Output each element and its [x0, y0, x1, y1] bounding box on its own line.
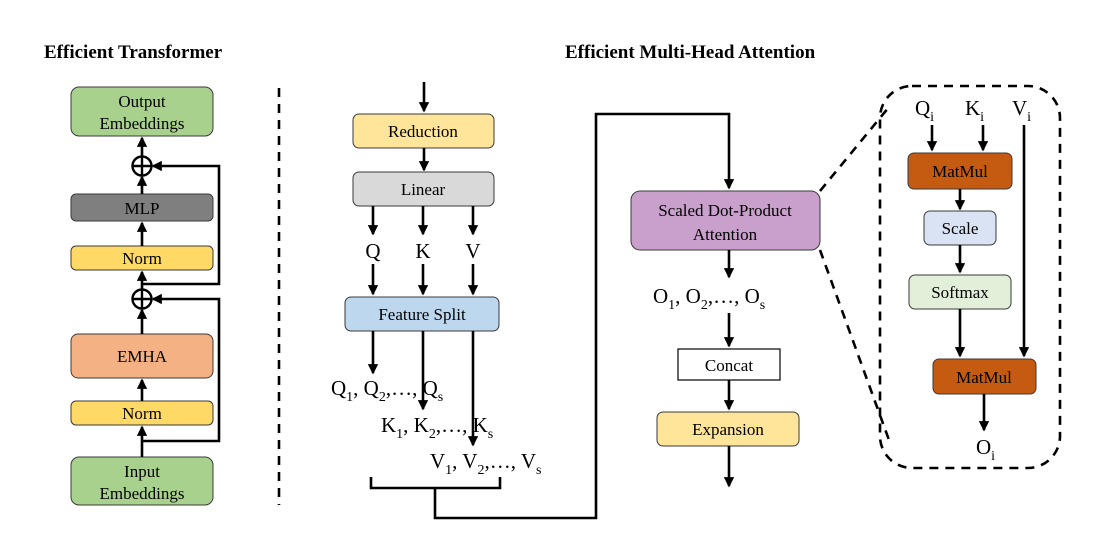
scale-label: Scale [942, 219, 979, 238]
output-embeddings-label-line2: Embeddings [100, 114, 185, 133]
linear-label: Linear [401, 180, 446, 199]
concat-label: Concat [705, 356, 753, 375]
q-label: Q [365, 239, 380, 263]
vi-label: Vi [1012, 96, 1031, 125]
matmul-bottom-label: MatMul [956, 368, 1012, 387]
v-label: V [465, 239, 480, 263]
bracket [369, 477, 502, 490]
norm-bottom-label: Norm [122, 404, 162, 423]
v-list-label: V1, V2,…, Vs [430, 449, 541, 478]
output-embeddings-label-line1: Output [118, 92, 166, 111]
reduction-label: Reduction [388, 122, 458, 141]
emha-title: Efficient Multi-Head Attention [565, 42, 816, 63]
matmul-top-label: MatMul [932, 162, 988, 181]
zoom-line-top [818, 106, 891, 192]
output-embeddings-box [70, 86, 214, 137]
concat-box [677, 348, 781, 381]
residual-connection-2 [142, 160, 221, 286]
o-list-label: O1, O2,…, Os [653, 284, 765, 313]
efficient-transformer-title: Efficient Transformer [44, 42, 223, 63]
sdpa-box [630, 190, 821, 251]
qi-label: Qi [915, 96, 934, 125]
connector-to-sdpa [433, 112, 735, 520]
residual-connection-1 [142, 293, 221, 443]
add-circle-top [131, 155, 153, 177]
emha-label: EMHA [117, 347, 168, 366]
mlp-label: MLP [125, 199, 160, 218]
expansion-label: Expansion [692, 420, 764, 439]
input-embeddings-label-line2: Embeddings [100, 484, 185, 503]
feature-split-label: Feature Split [378, 305, 466, 324]
add-circle-bottom [131, 288, 153, 310]
ki-label: Ki [965, 96, 984, 125]
input-embeddings-label-line1: Input [124, 462, 160, 481]
softmax-label: Softmax [931, 283, 989, 302]
detail-panel-frame [878, 84, 1062, 470]
k-list-label: K1, K2,…, Ks [381, 413, 493, 442]
sdpa-label-line1: Scaled Dot-Product [658, 201, 792, 220]
norm-top-label: Norm [122, 249, 162, 268]
k-label: K [415, 239, 430, 263]
oi-label: Oi [976, 435, 995, 464]
zoom-line-bottom [818, 249, 891, 441]
q-list-label: Q1, Q2,…, Qs [331, 376, 443, 405]
sdpa-label-line2: Attention [693, 225, 758, 244]
